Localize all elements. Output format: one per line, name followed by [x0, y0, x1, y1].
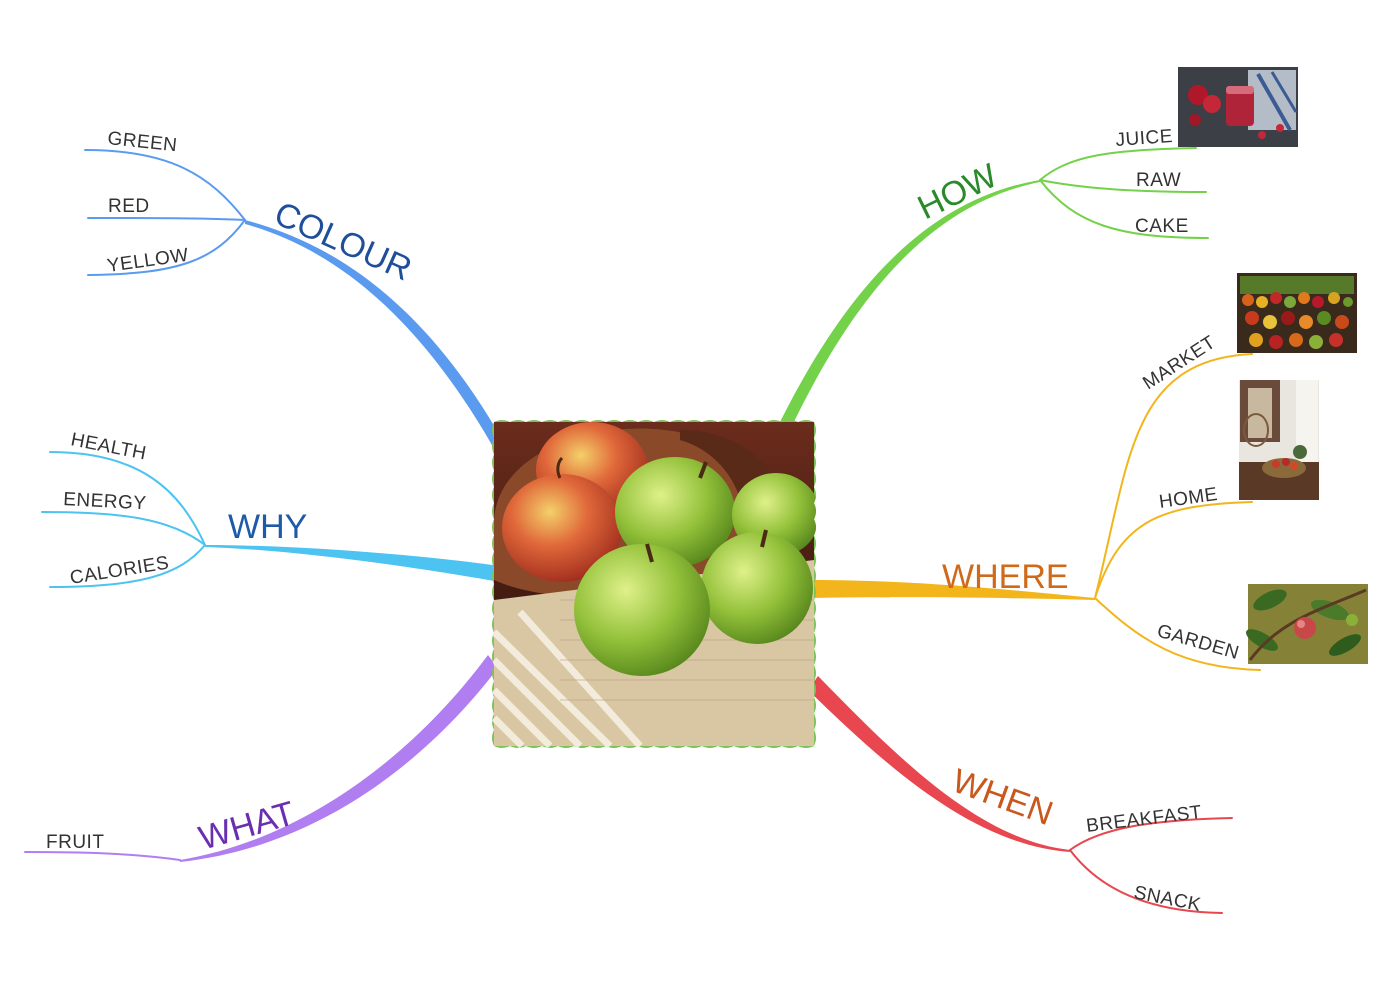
apple-green-4 [574, 544, 710, 676]
leaf-how-raw: RAW [1136, 170, 1181, 191]
line-how-raw [1039, 179, 1207, 193]
line-what-fruit [24, 851, 181, 861]
branch-how-line [776, 180, 1040, 430]
line-why-health [49, 451, 206, 546]
leaf-how-cake: CAKE [1135, 216, 1189, 237]
leaf-where-market: MARKET [1139, 332, 1219, 394]
branch-label-where: WHERE [942, 558, 1069, 596]
line-where-garden [1094, 597, 1261, 671]
leaf-when-breakfast: BREAKFAST [1085, 802, 1203, 837]
line-why-calories [49, 544, 206, 588]
home-photo [1239, 380, 1319, 500]
line-when-snack [1069, 849, 1223, 914]
leaf-where-garden: GARDEN [1155, 621, 1242, 664]
branch-why-line [205, 545, 500, 582]
branch-when-line [808, 676, 1070, 852]
line-why-energy [41, 511, 206, 546]
line-when-breakfast [1069, 817, 1233, 851]
line-colour-red [87, 217, 246, 221]
line-where-market [1094, 353, 1253, 599]
branch-label-how: HOW [912, 157, 1003, 228]
apple-green-1 [615, 457, 735, 567]
apple-green-3 [701, 532, 813, 644]
market-photo [1237, 273, 1357, 353]
branch-label-why: WHY [228, 508, 307, 546]
leaf-where-home: HOME [1158, 484, 1219, 513]
central-apples-image [492, 420, 816, 748]
leaf-colour-red: RED [108, 196, 150, 217]
line-colour-green [84, 149, 246, 221]
line-how-juice [1039, 147, 1197, 181]
line-where-home [1094, 501, 1253, 599]
leaf-why-energy: ENERGY [63, 489, 147, 514]
leaf-what-fruit: FRUIT [46, 832, 104, 853]
line-colour-yellow [87, 219, 246, 276]
juice-photo [1178, 67, 1298, 147]
leaf-how-juice: JUICE [1115, 126, 1174, 151]
garden-photo [1246, 584, 1368, 664]
branch-label-when: WHEN [947, 762, 1058, 833]
line-how-cake [1039, 179, 1209, 239]
leaf-when-snack: SNACK [1132, 882, 1203, 916]
branch-label-colour: COLOUR [269, 195, 417, 289]
apple-red-front [502, 474, 622, 582]
branch-where-line [810, 580, 1095, 600]
